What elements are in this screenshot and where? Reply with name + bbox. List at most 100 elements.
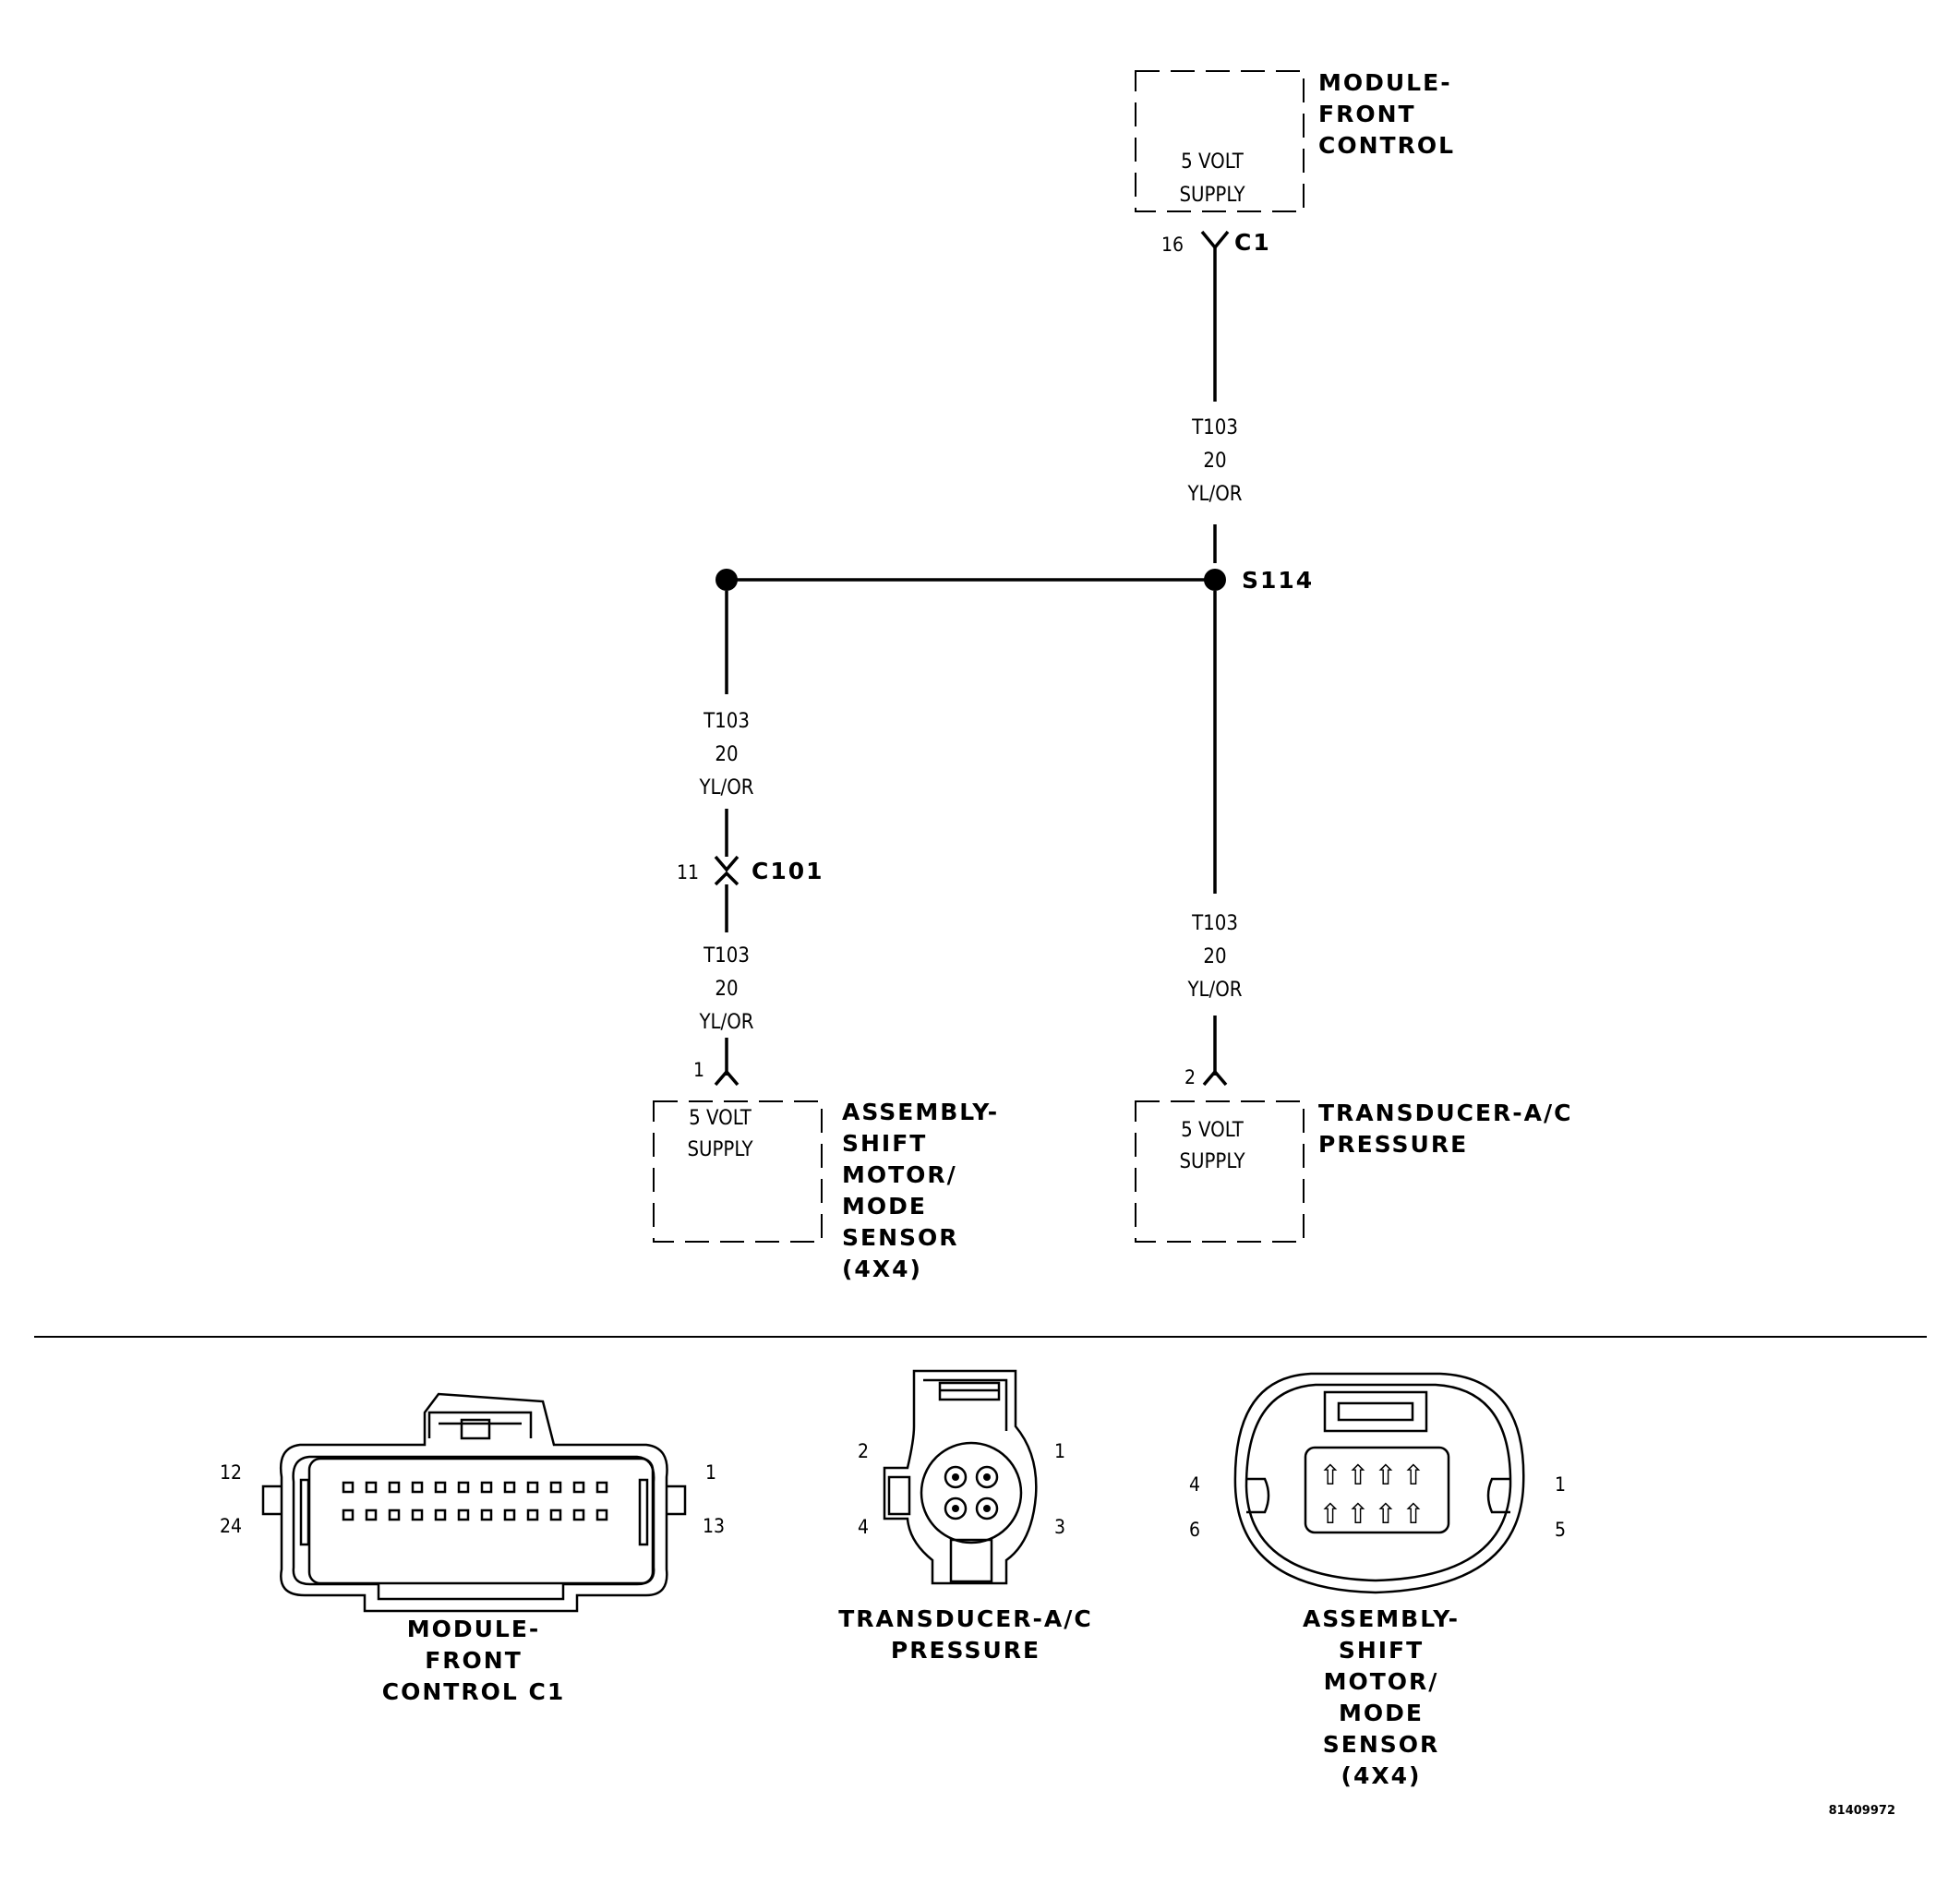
transducer-pin-icon — [1202, 1069, 1228, 1087]
figure-id: 81409972 — [1829, 1804, 1895, 1818]
c1-view-pin-1: 1 — [705, 1461, 716, 1484]
c1-caption-line2: FRONT — [425, 1647, 523, 1674]
module-supply-line1: 5 VOLT — [1181, 150, 1245, 174]
connector-c101-symbol: 11 C101 — [677, 855, 824, 886]
wire-left-lower-color: YL/OR — [698, 1011, 753, 1034]
wire-left-upper-circuit: T103 — [703, 710, 750, 733]
shift-connector-outer — [1233, 1372, 1525, 1594]
transducer-contacts — [944, 1465, 999, 1520]
svg-text:⇧: ⇧ — [1374, 1460, 1397, 1492]
splice-s114-dot — [1204, 569, 1226, 591]
connector-view-transducer: 2 1 4 3 TRANSDUCER-A/C PRESSURE — [838, 1369, 1093, 1664]
transducer-supply-line1: 5 VOLT — [1181, 1119, 1245, 1142]
c101-pin-number: 11 — [677, 861, 699, 883]
shift-name-line6: (4X4) — [842, 1256, 922, 1282]
shift-right-key — [1486, 1477, 1510, 1514]
shift-motor-pin-icon — [714, 1069, 740, 1087]
transducer-box — [1135, 1100, 1305, 1243]
shift-supply-line1: 5 VOLT — [689, 1107, 752, 1130]
transducer-name-line2: PRESSURE — [1318, 1131, 1468, 1158]
shift-view-pin-1: 1 — [1555, 1473, 1566, 1496]
shift-contacts: ⇧⇧⇧⇧ ⇧⇧⇧⇧ — [1318, 1460, 1425, 1531]
wire-top-circuit: T103 — [1191, 416, 1238, 439]
shift-caption-line3: MOTOR/ — [1324, 1668, 1439, 1695]
c1-left-latch — [299, 1478, 310, 1546]
splice-left-dot — [715, 569, 738, 591]
module-front-control-box — [1135, 70, 1305, 212]
svg-text:⇧: ⇧ — [1401, 1498, 1425, 1531]
transducer-view-pin-3: 3 — [1054, 1516, 1065, 1538]
shift-motor-box — [653, 1100, 823, 1243]
transducer-face — [920, 1441, 1023, 1544]
wire-right-gauge: 20 — [1203, 945, 1226, 968]
shift-motor-pin-number: 1 — [693, 1059, 704, 1081]
wire-left-upper-gauge: 20 — [715, 743, 738, 766]
shift-motor-assembly: 5 VOLT SUPPLY ASSEMBLY- SHIFT MOTOR/ MOD… — [653, 1099, 997, 1282]
c1-pin-number: 16 — [1161, 234, 1184, 256]
shift-view-pin-6: 6 — [1189, 1519, 1200, 1541]
c1-label: C1 — [1234, 229, 1271, 256]
transducer-supply-line2: SUPPLY — [1179, 1150, 1245, 1173]
shift-name-line3: MOTOR/ — [842, 1161, 957, 1188]
module-name-line2: FRONT — [1318, 101, 1416, 127]
shift-latch-tab — [1337, 1401, 1414, 1422]
wire-right-color: YL/OR — [1186, 979, 1242, 1002]
c1-face — [307, 1457, 655, 1585]
c1-caption-line3: CONTROL C1 — [382, 1678, 565, 1705]
connector-view-shift-motor: ⇧⇧⇧⇧ ⇧⇧⇧⇧ 4 6 1 5 ASSEMBLY- SHIFT MOTOR/… — [1189, 1372, 1566, 1789]
c1-fork-icon — [1200, 230, 1230, 250]
shift-view-pin-4: 4 — [1189, 1473, 1200, 1496]
shift-caption-line2: SHIFT — [1339, 1637, 1424, 1664]
connector-c1-symbol: 16 C1 — [1161, 229, 1271, 256]
shift-left-key — [1246, 1477, 1270, 1514]
svg-text:⇧: ⇧ — [1318, 1460, 1341, 1492]
connector-view-front-control-c1: 12 24 1 13 MODULE- FRONT CONTROL C1 — [220, 1392, 725, 1705]
svg-text:⇧: ⇧ — [1374, 1498, 1397, 1531]
c1-outer-housing — [279, 1392, 668, 1613]
c1-right-latch — [638, 1478, 649, 1546]
c1-top-latch — [427, 1411, 533, 1438]
shift-name-line4: MODE — [842, 1193, 927, 1220]
module-name-line3: CONTROL — [1318, 132, 1455, 159]
shift-caption-line4: MODE — [1339, 1700, 1424, 1726]
wire-right-circuit: T103 — [1191, 912, 1238, 935]
c101-male-icon — [714, 855, 740, 872]
transducer-top-collar — [923, 1378, 1008, 1431]
shift-caption-line6: (4X4) — [1341, 1762, 1422, 1789]
transducer-caption-line2: PRESSURE — [891, 1637, 1040, 1664]
c1-inner-housing — [292, 1455, 655, 1601]
c1-pin-row-top — [342, 1481, 608, 1494]
shift-latch — [1323, 1390, 1428, 1433]
wire-right-label: T103 20 YL/OR — [1186, 912, 1242, 1002]
wire-top-label: T103 20 YL/OR — [1186, 416, 1242, 506]
wire-left-lower-circuit: T103 — [703, 944, 750, 968]
c1-view-pin-13: 13 — [703, 1515, 725, 1537]
transducer-caption-line1: TRANSDUCER-A/C — [838, 1605, 1093, 1632]
transducer-view-pin-4: 4 — [858, 1516, 869, 1538]
c101-label: C101 — [752, 858, 824, 884]
c1-view-pin-12: 12 — [220, 1461, 242, 1484]
shift-connector-inner — [1245, 1383, 1512, 1582]
c1-left-ear — [261, 1484, 282, 1516]
svg-text:⇧: ⇧ — [1346, 1460, 1369, 1492]
wire-left-lower-gauge: 20 — [715, 978, 738, 1001]
module-front-control: 5 VOLT SUPPLY MODULE- FRONT CONTROL — [1135, 69, 1455, 212]
shift-name-line5: SENSOR — [842, 1224, 959, 1251]
c101-female-icon — [714, 871, 740, 886]
transducer-view-pin-2: 2 — [858, 1440, 869, 1462]
transducer-outer-housing — [883, 1369, 1038, 1585]
transducer-view-pin-1: 1 — [1054, 1440, 1065, 1462]
transducer-bottom-key — [949, 1538, 993, 1583]
wire-top-color: YL/OR — [1186, 483, 1242, 506]
module-name-line1: MODULE- — [1318, 69, 1452, 96]
c1-pin-row-bottom — [342, 1508, 608, 1521]
transducer-ac-pressure: 5 VOLT SUPPLY TRANSDUCER-A/C PRESSURE — [1135, 1100, 1571, 1243]
c1-caption-line1: MODULE- — [407, 1616, 541, 1642]
transducer-side-key — [887, 1475, 911, 1516]
wire-left-upper-label: T103 20 YL/OR — [698, 710, 753, 799]
c1-top-latch-tab — [460, 1418, 491, 1440]
transducer-pin-number: 2 — [1184, 1066, 1196, 1088]
shift-supply-line2: SUPPLY — [687, 1138, 753, 1161]
svg-text:⇧: ⇧ — [1346, 1498, 1369, 1531]
